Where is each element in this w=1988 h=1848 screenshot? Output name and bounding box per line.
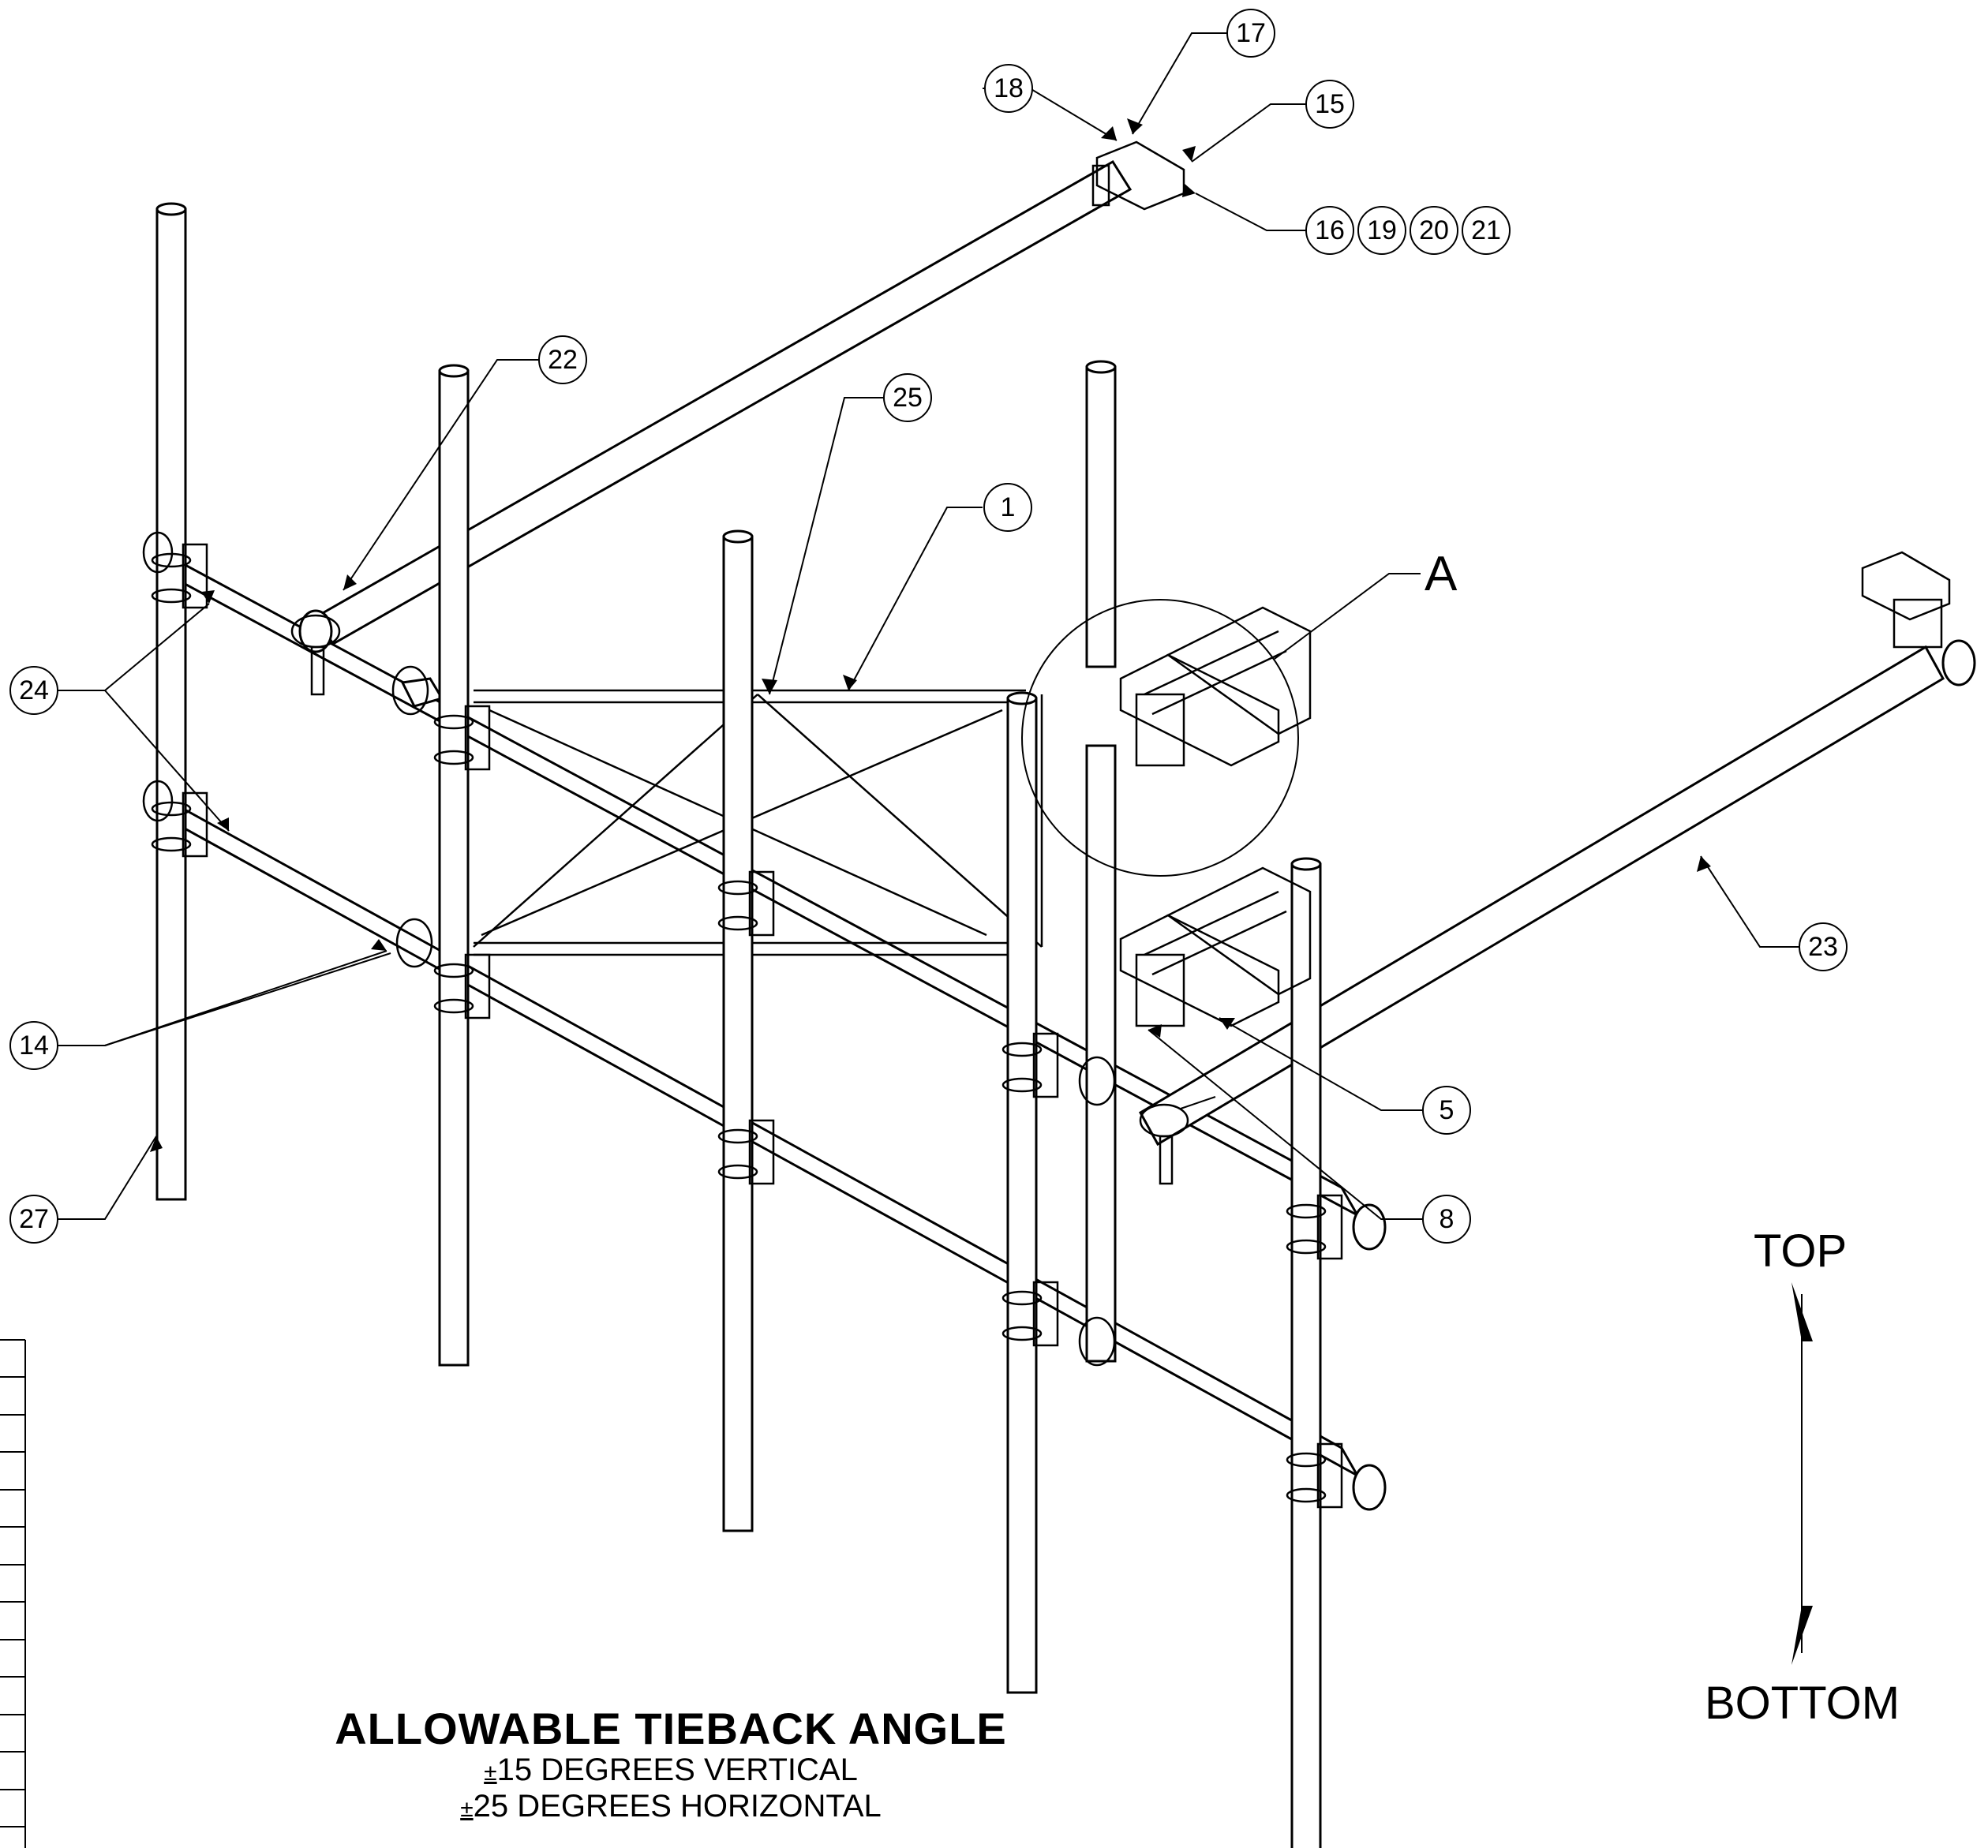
direction-indicator (1791, 1282, 1813, 1665)
callout-balloons: 17 18 15 16 19 20 21 22 25 1 24 23 14 5 … (9, 9, 1848, 1244)
parts-table-edge (0, 1339, 26, 1848)
svg-text:24: 24 (19, 675, 49, 705)
balloon-24: 24 (9, 666, 58, 715)
svg-text:14: 14 (19, 1031, 49, 1061)
arrow-up-icon (1791, 1282, 1813, 1341)
tieback-angle-note: ALLOWABLE TIEBACK ANGLE ±15 DEGREES VERT… (0, 1704, 1342, 1826)
cross-brace-frame (473, 689, 1043, 956)
svg-text:8: 8 (1440, 1204, 1454, 1234)
balloon-5: 5 (1422, 1086, 1471, 1135)
bracket-assembly-lower (1119, 866, 1312, 1027)
balloon-15: 15 (1305, 80, 1354, 129)
balloon-27: 27 (9, 1195, 58, 1244)
balloon-21: 21 (1462, 206, 1511, 255)
balloon-1: 1 (983, 483, 1032, 532)
balloon-8: 8 (1422, 1195, 1471, 1244)
svg-text:20: 20 (1419, 215, 1449, 245)
detail-a-label: A (1425, 547, 1458, 601)
balloon-23: 23 (1799, 922, 1848, 971)
balloon-25: 25 (883, 373, 932, 422)
svg-text:27: 27 (19, 1204, 49, 1234)
note-vertical: ±15 DEGREES VERTICAL (484, 1753, 858, 1787)
short-pipe-upper-left (298, 609, 444, 708)
note-title: ALLOWABLE TIEBACK ANGLE (335, 1704, 1007, 1753)
pipe-clamps (151, 543, 1343, 1509)
svg-text:1: 1 (1001, 492, 1016, 522)
balloon-17: 17 (1226, 9, 1275, 58)
vertical-pipes (155, 202, 1322, 1848)
balloon-16: 16 (1305, 206, 1354, 255)
svg-text:16: 16 (1315, 215, 1345, 245)
direction-top-label: TOP (1754, 1225, 1847, 1277)
bracket-assembly-upper (1119, 606, 1312, 767)
svg-text:23: 23 (1808, 932, 1838, 962)
svg-text:19: 19 (1367, 215, 1397, 245)
balloon-14: 14 (9, 1021, 58, 1070)
svg-text:25: 25 (893, 383, 923, 413)
balloon-18: 18 (984, 64, 1033, 113)
svg-text:5: 5 (1440, 1095, 1454, 1125)
svg-text:15: 15 (1315, 89, 1345, 119)
note-horizontal: ±25 DEGREES HORIZONTAL (460, 1789, 882, 1824)
direction-bottom-label: BOTTOM (1705, 1678, 1900, 1729)
balloon-20: 20 (1410, 206, 1458, 255)
bracket-top-right (1861, 551, 1951, 649)
svg-text:18: 18 (994, 73, 1024, 103)
arrow-down-icon (1791, 1606, 1813, 1665)
svg-text:21: 21 (1471, 215, 1501, 245)
svg-text:17: 17 (1236, 18, 1266, 48)
tieback-pipe-right (1138, 639, 1976, 1147)
leader-lines (58, 32, 1799, 1220)
balloon-22: 22 (538, 335, 587, 384)
detail-a-circle (1021, 573, 1421, 877)
leader-arrowheads (150, 118, 1711, 1152)
tieback-clamps (142, 531, 1189, 1367)
svg-text:22: 22 (548, 345, 578, 375)
balloon-19: 19 (1357, 206, 1406, 255)
